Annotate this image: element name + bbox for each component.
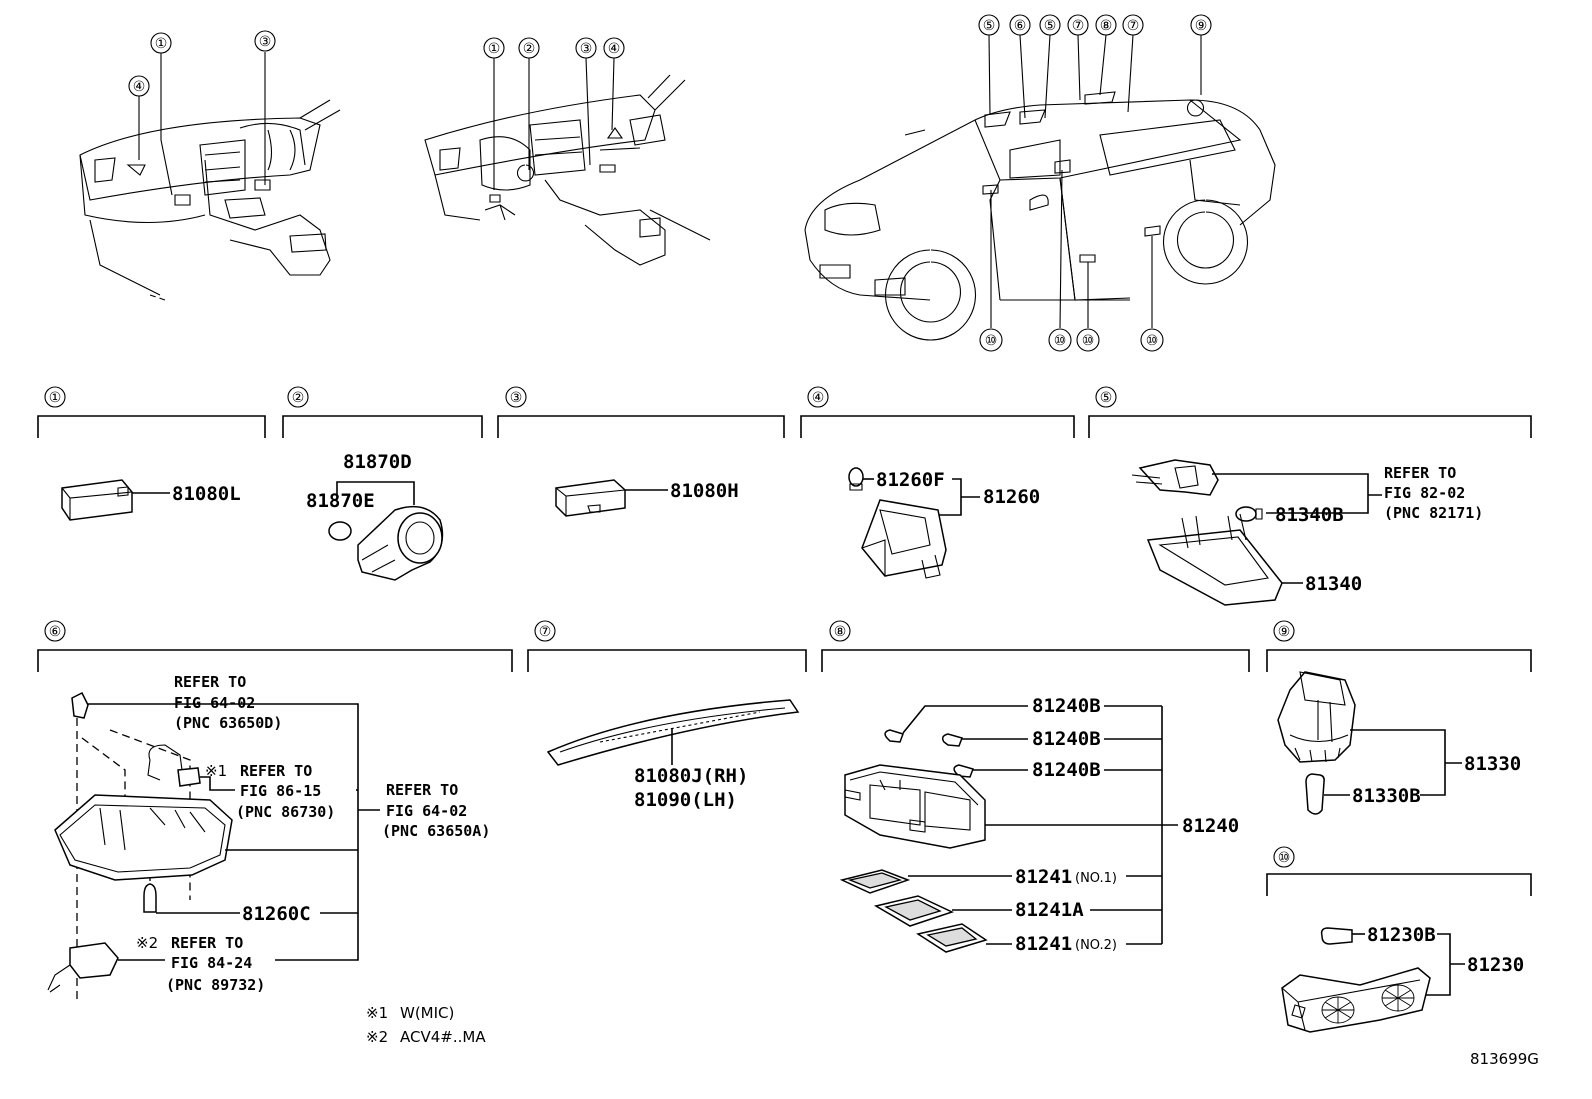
callout-6: ⑥: [1014, 18, 1027, 34]
note-mark-2: ※2: [136, 934, 158, 952]
top-leader-lines: [138, 34, 1202, 329]
part-81870E: 81870E: [306, 490, 375, 512]
part-81340: 81340: [1305, 573, 1362, 595]
section-5-vanity-lamp: 81340B REFER TO FIG 82-02 (PNC 82171) 81…: [1131, 459, 1483, 606]
section-6-label: ⑥: [49, 624, 62, 640]
part-81090-lh: 81090(LH): [634, 789, 737, 811]
section-1-label: ①: [49, 390, 62, 406]
section-headers-row2: ⑥ ⑦ ⑧ ⑨ ⑩: [37, 620, 1532, 896]
footnote-text-1: W(MIC): [400, 1004, 454, 1022]
callout-7: ⑦: [1072, 18, 1085, 34]
part-81240B-3: 81240B: [1032, 759, 1101, 781]
section-3-label: ③: [510, 390, 523, 406]
part-81080J-rh: 81080J(RH): [634, 765, 748, 787]
callout-1: ①: [155, 36, 168, 52]
section-2-ignition-lamp: 81870D 81870E: [306, 451, 444, 581]
refer-b-pnc: (PNC 86730): [236, 803, 335, 821]
callout-5: ⑤: [1044, 18, 1057, 34]
part-81330: 81330: [1464, 753, 1521, 775]
refer-c-fig: FIG 64-02: [386, 802, 467, 820]
part-81230B: 81230B: [1367, 924, 1436, 946]
section-6-map-lamp: 81260C REFER TO FIG 64-02 (PNC 63650D) ※…: [47, 673, 490, 1000]
callout-7: ⑦: [1127, 18, 1140, 34]
callout-10: ⑩: [1054, 333, 1067, 349]
section-10-door-courtesy-lamp: 81230B 81230: [1281, 924, 1524, 1033]
part-81330B: 81330B: [1352, 785, 1421, 807]
part-81080H: 81080H: [670, 480, 739, 502]
note-mark-1: ※1: [205, 762, 227, 780]
section-5-label: ⑤: [1100, 390, 1113, 406]
callout-9: ⑨: [1195, 18, 1208, 34]
section-2-label: ②: [292, 390, 305, 406]
car-illustration: [804, 91, 1276, 341]
part-81241-no1: 81241: [1015, 866, 1072, 888]
refer-b-label: REFER TO: [240, 762, 312, 780]
callout-10: ⑩: [1082, 333, 1095, 349]
callout-3: ③: [580, 41, 593, 57]
refer-label: REFER TO: [1384, 464, 1456, 482]
part-81241-no2-note: (NO.2): [1075, 938, 1117, 953]
callout-4: ④: [608, 41, 621, 57]
section-4-glove-box-lamp: 81260F 81260: [848, 467, 1040, 579]
section-8-roof-console-lamp: 81240B 81240B 81240B 81240 81241 (NO.1) …: [839, 695, 1239, 955]
section-4-label: ④: [812, 390, 825, 406]
dashboard-illustration-center: [424, 74, 711, 266]
refer-c-pnc: (PNC 63650A): [382, 822, 490, 840]
section-headers-row1: ① ② ③ ④ ⑤: [37, 386, 1532, 438]
section-9-trunk-lamp: 81330B 81330: [1277, 671, 1521, 815]
part-81241-no2: 81241: [1015, 933, 1072, 955]
callout-10: ⑩: [1146, 333, 1159, 349]
refer-c-label: REFER TO: [386, 781, 458, 799]
section-7-label: ⑦: [539, 624, 552, 640]
part-81260F: 81260F: [876, 469, 945, 491]
part-81241-no1-note: (NO.1): [1075, 871, 1117, 886]
refer-d-label: REFER TO: [171, 934, 243, 952]
section-7-step-lamp: 81080J(RH) 81090(LH): [546, 699, 800, 811]
section-8-label: ⑧: [834, 624, 847, 640]
callout-1: ①: [488, 41, 501, 57]
callout-8: ⑧: [1100, 18, 1113, 34]
footnote-mark-2: ※2: [366, 1028, 388, 1046]
footnote-text-2: ACV4#..MA: [400, 1028, 486, 1046]
top-callouts: ① ④ ③ ① ② ③ ④ ⑤ ⑥ ⑤ ⑦ ⑧ ⑦ ⑨ ⑩ ⑩ ⑩ ⑩: [128, 14, 1212, 352]
callout-10: ⑩: [985, 333, 998, 349]
section-1-courtesy-lamp: 81080L: [61, 479, 241, 521]
section-10-label: ⑩: [1278, 850, 1291, 866]
dashboard-illustration-left: [79, 99, 341, 301]
diagram-code: 813699G: [1470, 1050, 1539, 1068]
refer-fig: FIG 82-02: [1384, 484, 1465, 502]
refer-a-fig: FIG 64-02: [174, 694, 255, 712]
refer-pnc: (PNC 82171): [1384, 504, 1483, 522]
callout-5: ⑤: [983, 18, 996, 34]
refer-d-pnc: (PNC 89732): [166, 976, 265, 994]
refer-d-fig: FIG 84-24: [171, 954, 252, 972]
part-81240: 81240: [1182, 815, 1239, 837]
callout-2: ②: [523, 41, 536, 57]
callout-3: ③: [259, 34, 272, 50]
section-3-courtesy-lamp: 81080H: [555, 479, 739, 517]
refer-a-pnc: (PNC 63650D): [174, 714, 282, 732]
callout-4: ④: [133, 79, 146, 95]
part-81230: 81230: [1467, 954, 1524, 976]
refer-a-label: REFER TO: [174, 673, 246, 691]
part-81260C: 81260C: [242, 903, 311, 925]
part-81241A: 81241A: [1015, 899, 1084, 921]
footnotes: ※1 W(MIC) ※2 ACV4#..MA: [366, 1004, 486, 1046]
part-81240B-1: 81240B: [1032, 695, 1101, 717]
section-9-label: ⑨: [1278, 624, 1291, 640]
part-81340B: 81340B: [1275, 504, 1344, 526]
part-81240B-2: 81240B: [1032, 728, 1101, 750]
part-81080L: 81080L: [172, 483, 241, 505]
footnote-mark-1: ※1: [366, 1004, 388, 1022]
refer-b-fig: FIG 86-15: [240, 782, 321, 800]
part-81260: 81260: [983, 486, 1040, 508]
part-81870D: 81870D: [343, 451, 412, 473]
